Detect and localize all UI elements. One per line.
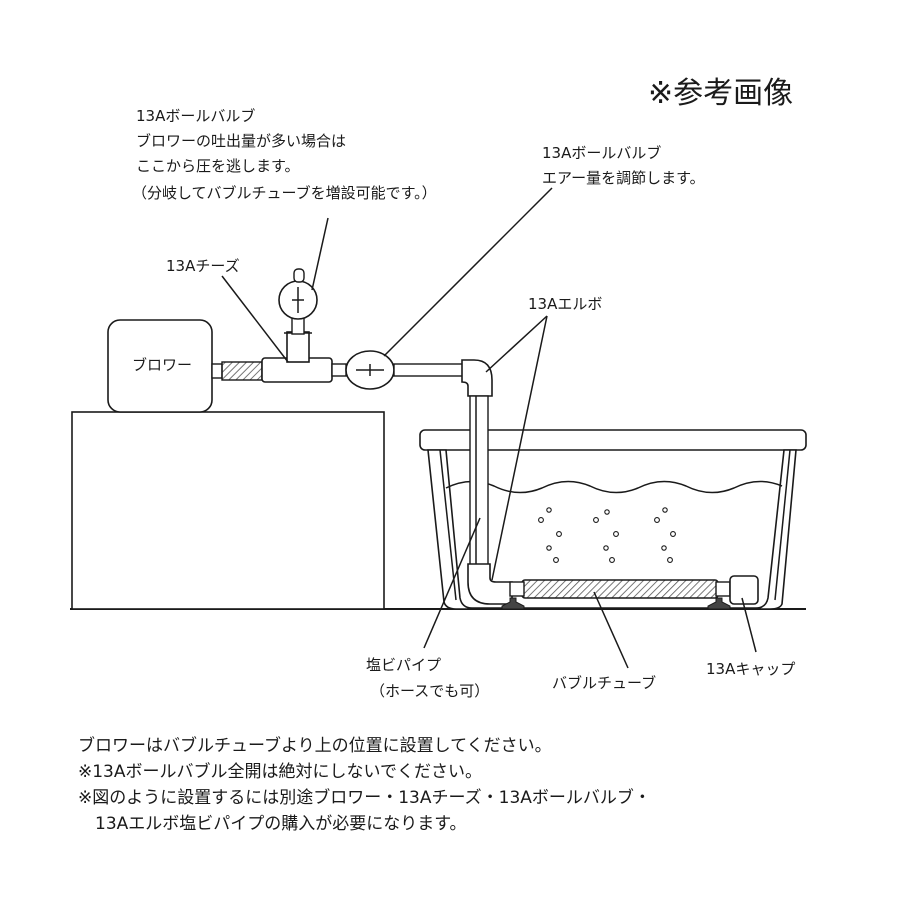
suction-foot-right: [707, 597, 731, 610]
note-line-3: ※図のように設置するには別途ブロワー・13Aチーズ・13Aボールバルブ・: [78, 787, 651, 808]
bubble: [546, 545, 552, 551]
reference-image-label: ※参考画像: [648, 76, 793, 111]
leader-tee: [221, 275, 289, 363]
tank-rim: [419, 429, 807, 451]
bubbles: [538, 507, 676, 563]
pipe-label-line-2: （ホースでも可）: [370, 682, 489, 700]
leader-cap: [741, 597, 757, 653]
elbow-label: 13Aエルボ: [528, 295, 602, 313]
cap-label: 13Aキャップ: [706, 660, 795, 678]
bubble: [667, 557, 673, 563]
bottom-elbow: [467, 563, 513, 605]
leader-top-valve: [311, 217, 329, 291]
note-line-4: 13Aエルボ塩ビパイプの購入が必要になります。: [78, 814, 467, 834]
right-valve-label-line-1: 13Aボールバルブ: [542, 144, 661, 162]
bubble: [593, 517, 599, 523]
top-valve-stem: [291, 317, 305, 335]
stand-table: [71, 411, 385, 610]
pipe-segment-2: [393, 363, 467, 377]
leader-bubble-tube: [593, 591, 629, 669]
top-valve-cap: [293, 268, 305, 283]
right-valve-label: 13Aボールバルブ エアー量を調節します。: [542, 144, 705, 187]
bubble: [556, 531, 562, 537]
top-valve-label-line-3: ここから圧を逃します。: [136, 157, 300, 175]
elbow-fitting: [461, 359, 493, 397]
bubble: [604, 509, 610, 515]
tank-body: [427, 449, 797, 610]
leader-elbow-2: [491, 315, 548, 581]
bubble: [654, 517, 660, 523]
bubble-tube-right-joint: [715, 581, 731, 597]
bubble-tube-label: バブルチューブ: [552, 674, 656, 692]
right-valve-label-line-2: エアー量を調節します。: [542, 169, 705, 187]
bubble: [609, 557, 615, 563]
leader-pipe: [423, 517, 481, 649]
bubble: [546, 507, 552, 513]
note-line-1: ブロワーはバブルチューブより上の位置に設置してください。: [78, 735, 552, 756]
pvc-pipe-vertical: [469, 395, 489, 567]
bubble: [661, 545, 667, 551]
bubble: [670, 531, 676, 537]
pipe-segment-1: [331, 363, 347, 377]
blower-hose: [211, 363, 223, 379]
bubble: [538, 517, 544, 523]
blower-hose-hatched: [221, 361, 263, 381]
tank-inner-wall-right: [774, 449, 791, 601]
bubble: [603, 545, 609, 551]
tee-label: 13Aチーズ: [166, 257, 240, 275]
top-valve-label: 13Aボールバルブ ブロワーの吐出量が多い場合は ここから圧を逃します。 （分岐…: [132, 107, 437, 202]
bubble: [662, 507, 668, 513]
bubble-tube: [521, 579, 719, 599]
water-surface: [445, 480, 783, 494]
top-valve-label-line-1: 13Aボールバルブ: [136, 107, 255, 125]
pipe-label-line-1: 塩ビパイプ: [366, 656, 441, 674]
tee-branch: [286, 331, 310, 363]
notes: ブロワーはバブルチューブより上の位置に設置してください。 ※13Aボールバブル全…: [78, 735, 651, 834]
leader-right-valve: [383, 187, 553, 357]
end-cap: [729, 575, 759, 605]
bubble: [613, 531, 619, 537]
suction-foot-left: [501, 597, 525, 610]
bubble-tube-left-joint: [509, 581, 525, 597]
top-valve-label-line-4: （分岐してバブルチューブを増設可能です。）: [132, 184, 437, 202]
tank-inner-wall-left: [439, 449, 457, 601]
note-line-2: ※13Aボールバブル全開は絶対にしないでください。: [78, 761, 482, 782]
blower-label: ブロワー: [132, 356, 192, 374]
top-valve-label-line-2: ブロワーの吐出量が多い場合は: [136, 132, 346, 150]
bubble: [553, 557, 559, 563]
leader-elbow-1: [485, 315, 548, 373]
